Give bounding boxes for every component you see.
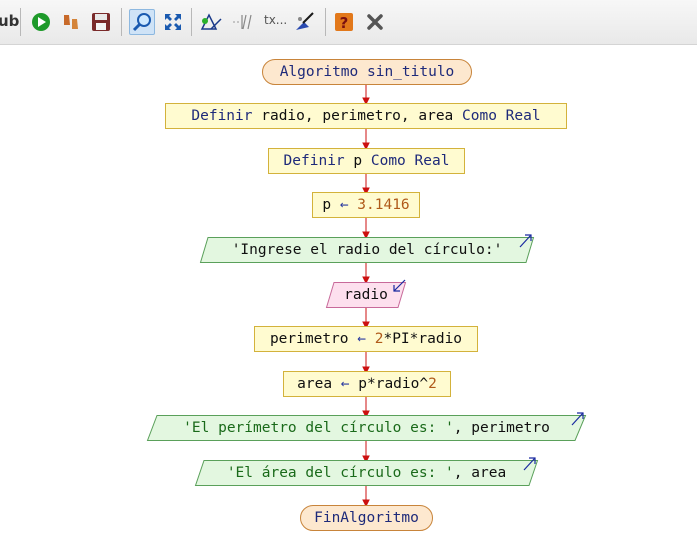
- assign-number: 2: [366, 331, 384, 347]
- step-button[interactable]: [58, 9, 84, 35]
- define-keyword: Definir: [191, 108, 262, 124]
- output-shape: [199, 234, 535, 263]
- svg-text:?: ?: [340, 14, 349, 32]
- comment-button[interactable]: [230, 9, 256, 35]
- assign-variable: area: [297, 376, 341, 392]
- start-terminal[interactable]: Algoritmo sin_titulo: [262, 59, 472, 85]
- output-text: 'Ingrese el radio del círculo:': [231, 242, 503, 258]
- toolbar-separator: [191, 8, 192, 36]
- input-radio[interactable]: radio: [325, 279, 407, 308]
- define-type-keyword: Como Real: [362, 153, 450, 169]
- close-icon: [367, 14, 383, 30]
- flowchart-canvas[interactable]: Algoritmo sin_titulo Definir radio, peri…: [0, 45, 697, 555]
- zoom-button[interactable]: [129, 9, 155, 35]
- assign-expression: p*radio^: [349, 376, 429, 392]
- connector-lines: [362, 84, 370, 508]
- output-arrow-icon: [571, 412, 584, 426]
- define-keyword: Definir: [283, 153, 354, 169]
- assign-expression: *PI*radio: [383, 331, 463, 347]
- define-type-keyword: Como Real: [453, 108, 541, 124]
- assign-perimetro-process[interactable]: perimetro ← 2*PI*radio: [254, 326, 478, 352]
- fit-icon: [165, 14, 181, 30]
- output-variable: , area: [453, 465, 507, 481]
- run-icon: [32, 13, 50, 31]
- define-vars-process[interactable]: Definir radio, perimetro, area Como Real: [165, 103, 567, 129]
- shapes-button[interactable]: [198, 9, 224, 35]
- output-area[interactable]: 'El área del círculo es: ', area: [194, 457, 539, 486]
- close-button[interactable]: [362, 9, 388, 35]
- help-icon: ?: [335, 13, 353, 32]
- fit-button[interactable]: [160, 9, 186, 35]
- define-var-names: p: [353, 153, 363, 169]
- output-string: 'El área del círculo es: ': [226, 465, 454, 481]
- end-label: FinAlgoritmo: [314, 510, 419, 526]
- save-button[interactable]: [88, 9, 114, 35]
- run-button[interactable]: [28, 9, 54, 35]
- input-shape: [325, 279, 407, 308]
- end-terminal[interactable]: FinAlgoritmo: [300, 505, 433, 531]
- output-variable: , perimetro: [453, 420, 550, 436]
- assign-arrow: ←: [357, 331, 366, 347]
- output-arrow-icon: [523, 457, 536, 471]
- toolbar-cut-label: ub: [0, 12, 20, 30]
- toolbar: ub tx... ?: [0, 0, 697, 45]
- zoom-icon: [132, 13, 151, 32]
- assign-p-process[interactable]: p ← 3.1416: [312, 192, 420, 218]
- output-shape: [146, 412, 587, 441]
- assign-arrow: ←: [340, 376, 350, 392]
- define-p-process[interactable]: Definir p Como Real: [268, 148, 465, 174]
- draw-button[interactable]: [292, 9, 318, 35]
- output-prompt-radio[interactable]: 'Ingrese el radio del círculo:': [199, 234, 535, 263]
- step-icon: [64, 15, 78, 29]
- toolbar-separator: [325, 8, 326, 36]
- toolbar-separator: [121, 8, 122, 36]
- define-var-names: radio, perimetro, area: [261, 108, 454, 124]
- assign-variable: perimetro: [269, 331, 358, 347]
- assign-area-process[interactable]: area ← p*radio^2: [283, 371, 451, 397]
- input-text: radio: [344, 287, 388, 303]
- assign-arrow: ←: [339, 197, 349, 213]
- save-icon: [92, 13, 110, 31]
- start-label: Algoritmo sin_titulo: [279, 64, 455, 80]
- shapes-icon: [200, 13, 222, 30]
- input-arrow-icon: [393, 279, 406, 292]
- output-shape: [194, 457, 539, 486]
- assign-number: 2: [428, 376, 437, 392]
- output-perimetro[interactable]: 'El perímetro del círculo es: ', perimet…: [146, 412, 587, 441]
- toolbar-separator: [20, 8, 21, 36]
- text-button[interactable]: tx...: [264, 13, 288, 27]
- assign-variable: p: [322, 197, 340, 213]
- comment-icon: [233, 14, 252, 30]
- assign-value: 3.1416: [348, 197, 410, 213]
- draw-icon: [296, 12, 314, 30]
- output-string: 'El perímetro del círculo es: ': [183, 420, 454, 436]
- help-button[interactable]: ?: [331, 9, 357, 35]
- output-arrow-icon: [519, 234, 532, 248]
